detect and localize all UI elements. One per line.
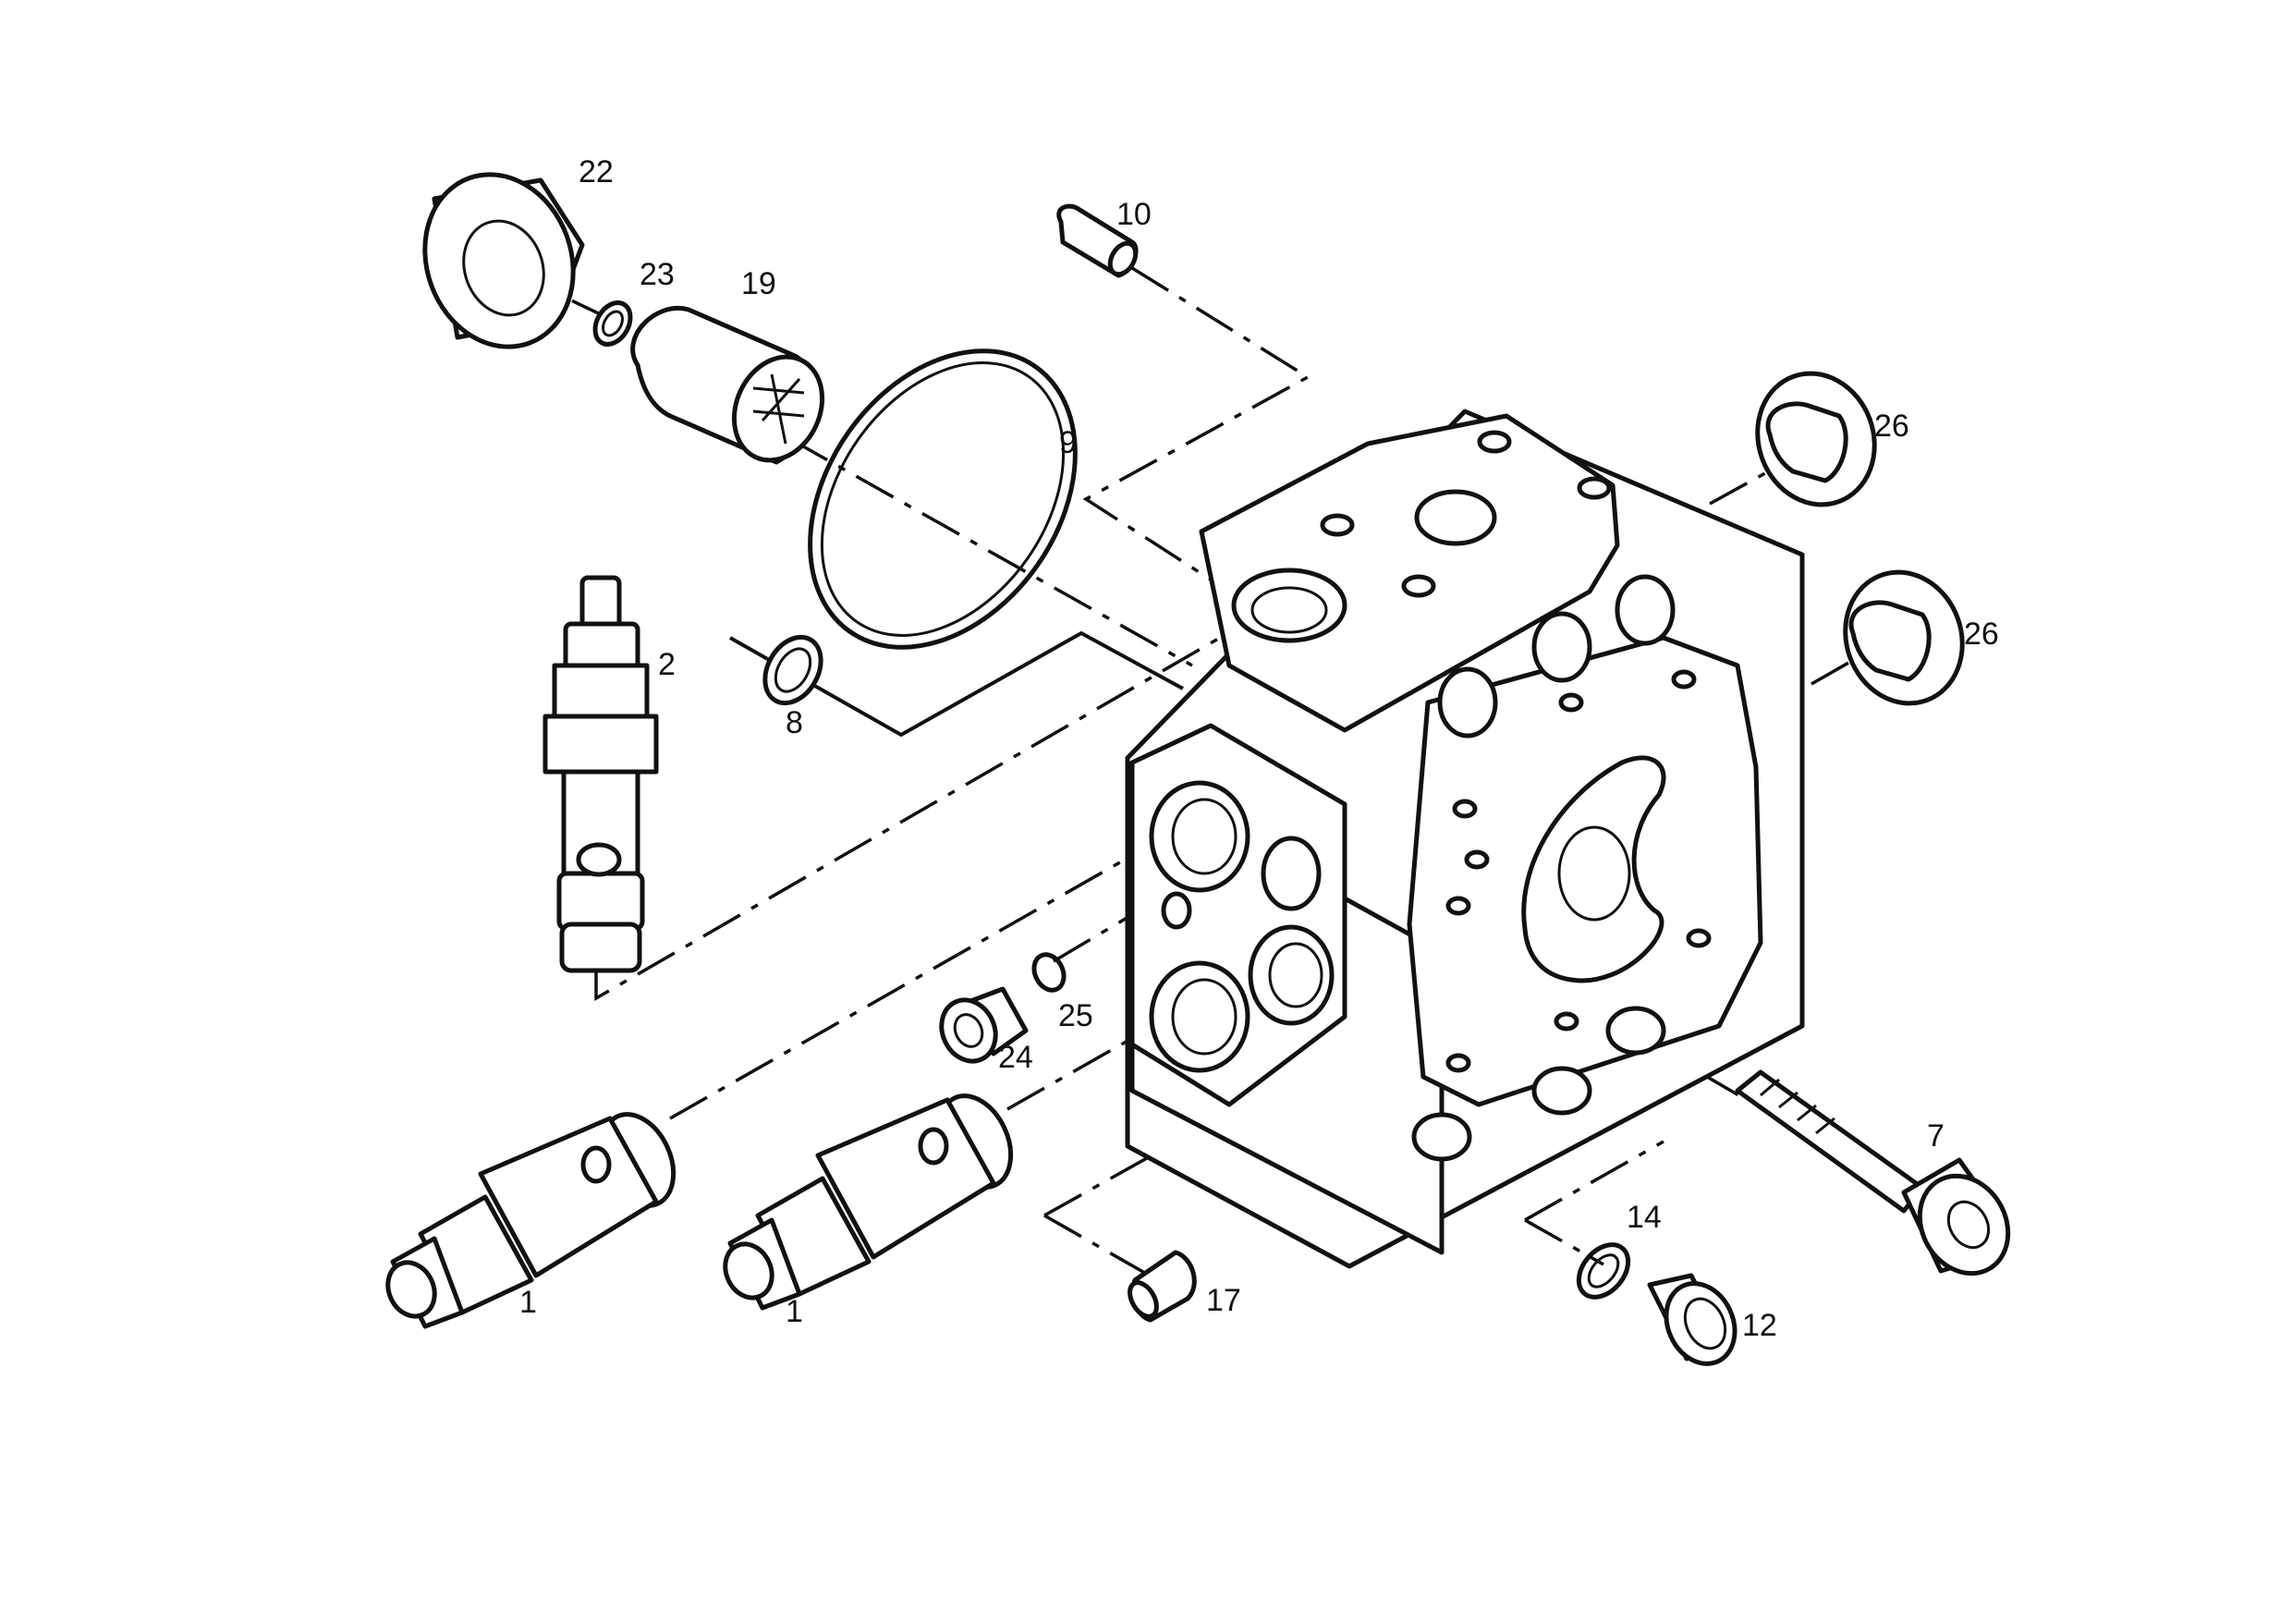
part-9-oring bbox=[808, 348, 1078, 650]
label-12: 12 bbox=[1742, 1308, 1777, 1343]
label-26-upper: 26 bbox=[1874, 409, 1909, 444]
part-2-valve bbox=[543, 575, 659, 973]
label-14: 14 bbox=[1627, 1200, 1662, 1235]
label-1-right: 1 bbox=[786, 1294, 803, 1329]
part-7-bolt bbox=[1735, 1069, 2011, 1276]
leader-10 bbox=[1082, 266, 1311, 593]
part-1-valve-left bbox=[385, 1112, 677, 1329]
label-10: 10 bbox=[1116, 197, 1152, 232]
label-9: 9 bbox=[1059, 425, 1077, 460]
part-1-valve-right bbox=[723, 1093, 1014, 1311]
part-14-ring bbox=[1576, 1242, 1631, 1300]
leader-8 bbox=[729, 630, 1184, 738]
part-22-cap bbox=[422, 172, 585, 349]
leader-17 bbox=[1043, 950, 1517, 1291]
leader-1-left bbox=[669, 812, 1207, 1120]
label-26-lower: 26 bbox=[1964, 617, 1999, 652]
label-8: 8 bbox=[786, 705, 803, 740]
part-25-ring bbox=[1031, 952, 1067, 993]
leader-24-25 bbox=[1053, 885, 1179, 963]
label-25: 25 bbox=[1058, 998, 1093, 1033]
label-1-left: 1 bbox=[519, 1285, 537, 1320]
part-19-sleeve bbox=[630, 306, 825, 465]
part-8-ring bbox=[762, 634, 823, 706]
part-24-plug bbox=[939, 986, 1029, 1064]
label-2: 2 bbox=[658, 647, 676, 682]
part-10-pin bbox=[1056, 203, 1139, 278]
leader-2 bbox=[594, 636, 1221, 1002]
part-26-plug-lower bbox=[1843, 569, 1965, 706]
label-24: 24 bbox=[998, 1040, 1033, 1075]
part-12-plug bbox=[1647, 1273, 1737, 1366]
leader-1-right bbox=[1006, 992, 1212, 1111]
leader-lines bbox=[503, 266, 1877, 1291]
leader-14-12 bbox=[1524, 1140, 1664, 1266]
part-23-ring bbox=[592, 300, 633, 347]
leader-19-9 bbox=[789, 437, 1193, 667]
label-22: 22 bbox=[579, 154, 614, 189]
part-labels: 22 23 19 10 9 2 8 26 26 25 24 7 14 12 17… bbox=[519, 154, 1999, 1343]
label-23: 23 bbox=[640, 257, 675, 292]
valve-housing bbox=[1125, 409, 1805, 1269]
part-26-plug-upper bbox=[1755, 371, 1877, 507]
label-7: 7 bbox=[1927, 1118, 1945, 1154]
label-17: 17 bbox=[1206, 1283, 1241, 1318]
part-17-pin bbox=[1128, 1250, 1197, 1323]
label-19: 19 bbox=[741, 266, 776, 301]
